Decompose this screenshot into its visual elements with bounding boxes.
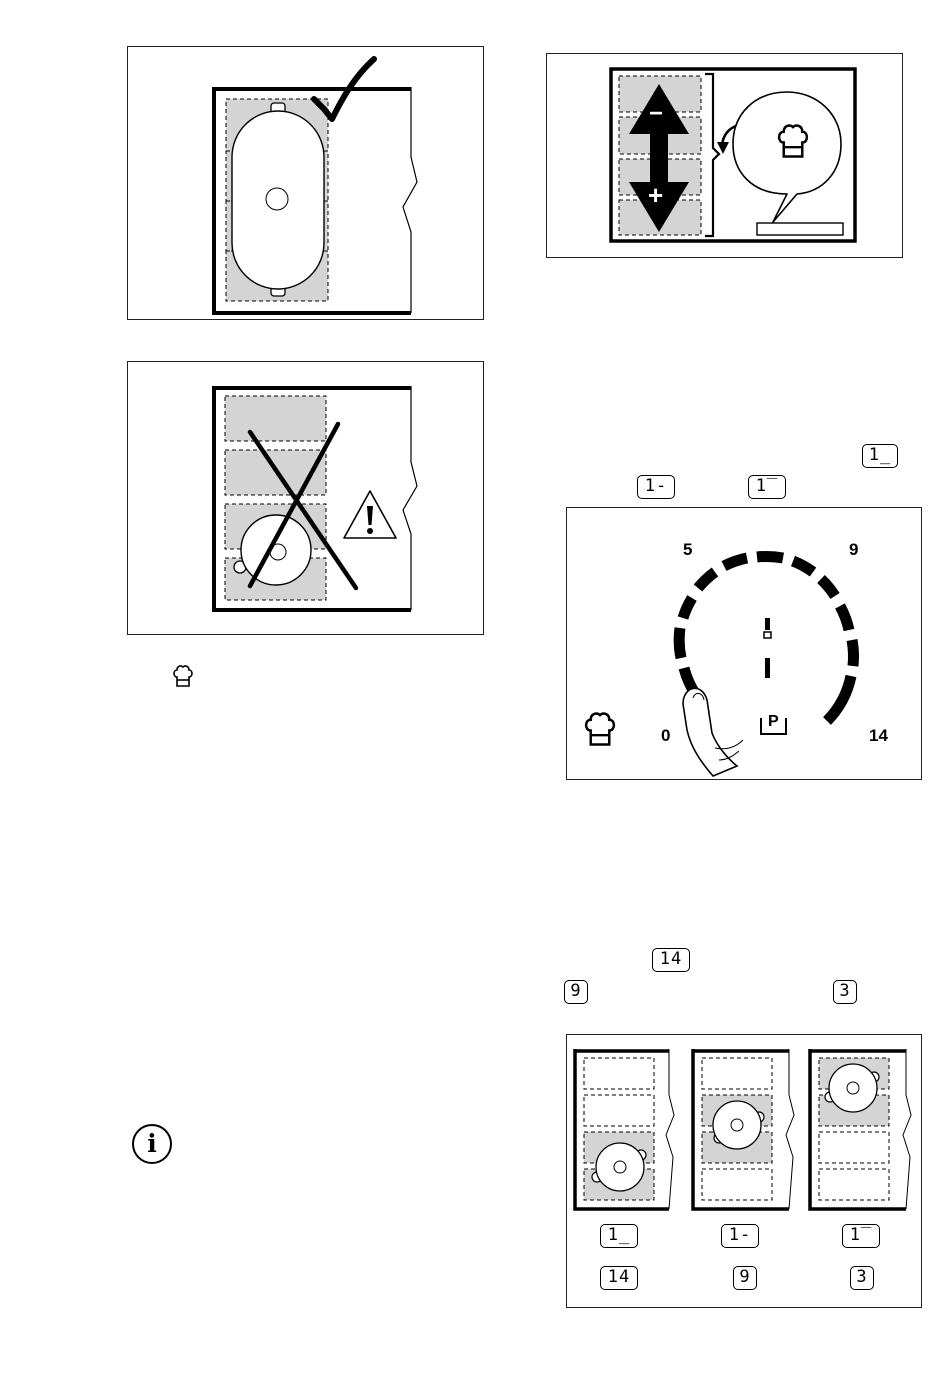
display-position-middle: 1-: [637, 475, 675, 499]
zone-power-c: 3: [850, 1266, 874, 1290]
check-mark-icon: [128, 47, 485, 321]
minus-symbol: −: [649, 102, 663, 126]
display-power-3: 3: [833, 980, 857, 1004]
display-power-9: 9: [564, 980, 588, 1004]
zone-code-a: 1_: [600, 1224, 638, 1248]
info-symbol: i: [147, 1129, 157, 1158]
info-icon: i: [132, 1124, 172, 1164]
figure-zone-positions: 1_ 1- 1‾ 14 9 3: [566, 1034, 922, 1308]
zone-code-b: 1-: [721, 1224, 759, 1248]
display-power-14: 14: [652, 948, 690, 972]
chef-hat-icon: [583, 710, 617, 748]
zone-power-b: 9: [733, 1266, 757, 1290]
chef-hat-icon: [172, 664, 194, 688]
display-position-top: 1‾: [748, 475, 786, 499]
display-position-bottom: 1_: [862, 444, 898, 468]
figure-control-dial: 5 9 0 14 P: [566, 507, 922, 780]
warning-triangle-icon: [341, 488, 399, 542]
dial-label-0: 0: [661, 726, 670, 746]
figure-slide-adjust: − +: [546, 53, 903, 258]
dial-p-symbol: P: [768, 713, 779, 731]
zone-code-c: 1‾: [842, 1224, 880, 1248]
chef-hat-icon: [776, 122, 810, 160]
figure-wrong-placement: [127, 361, 484, 635]
plus-symbol: +: [648, 182, 663, 208]
dial-label-5: 5: [683, 540, 692, 560]
dial-label-14: 14: [869, 726, 888, 746]
figure-correct-placement: [127, 46, 484, 320]
zone-power-a: 14: [600, 1266, 638, 1290]
dial-label-9: 9: [849, 540, 858, 560]
